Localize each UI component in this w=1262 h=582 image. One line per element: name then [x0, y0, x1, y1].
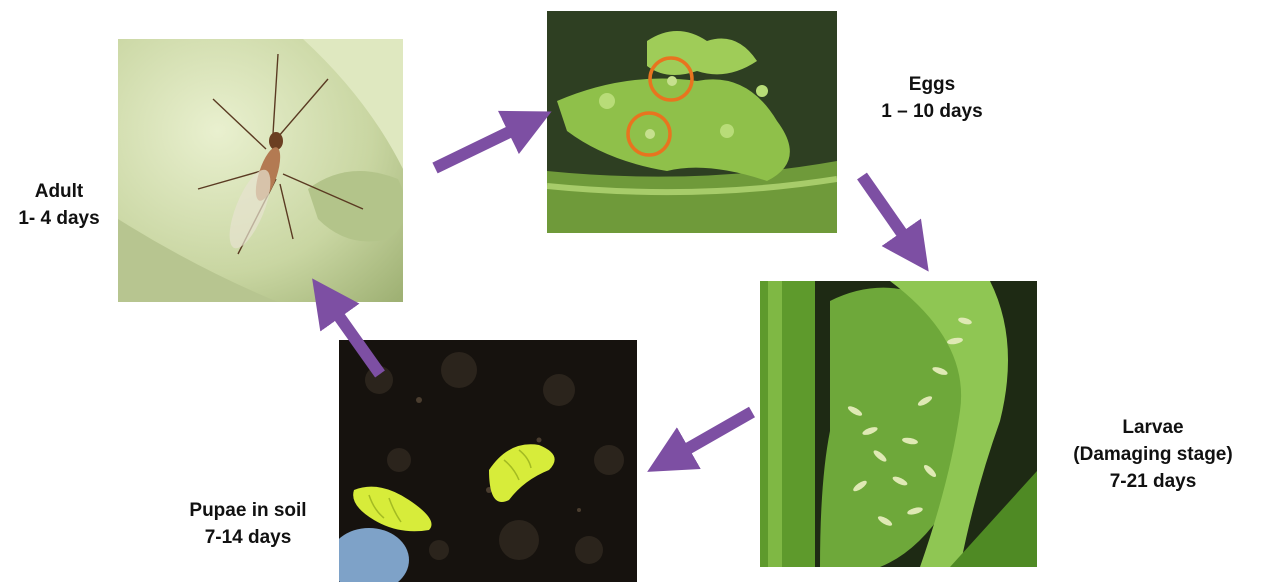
larvae-photo [760, 281, 1037, 567]
adult-stage-duration: 1- 4 days [0, 205, 118, 232]
arrow-larvae-to-pupae [668, 412, 752, 460]
adult-label: Adult 1- 4 days [0, 178, 118, 232]
larvae-label: Larvae (Damaging stage) 7-21 days [1044, 414, 1262, 495]
arrow-eggs-to-larvae [862, 176, 915, 252]
eggs-stage-duration: 1 – 10 days [852, 98, 1012, 125]
pupae-label: Pupae in soil 7-14 days [168, 497, 328, 551]
larvae-stage-note: (Damaging stage) [1044, 441, 1262, 468]
arrow-adult-to-eggs [435, 122, 530, 168]
pupae-stage-duration: 7-14 days [168, 524, 328, 551]
larvae-stage-duration: 7-21 days [1044, 468, 1262, 495]
adult-stage-name: Adult [0, 178, 118, 205]
larvae-stage-name: Larvae [1044, 414, 1262, 441]
eggs-photo [547, 11, 837, 233]
adult-midge-photo [118, 39, 403, 302]
eggs-label: Eggs 1 – 10 days [852, 71, 1012, 125]
pupae-in-soil-photo [339, 340, 637, 582]
eggs-stage-name: Eggs [852, 71, 1012, 98]
pupae-stage-name: Pupae in soil [168, 497, 328, 524]
